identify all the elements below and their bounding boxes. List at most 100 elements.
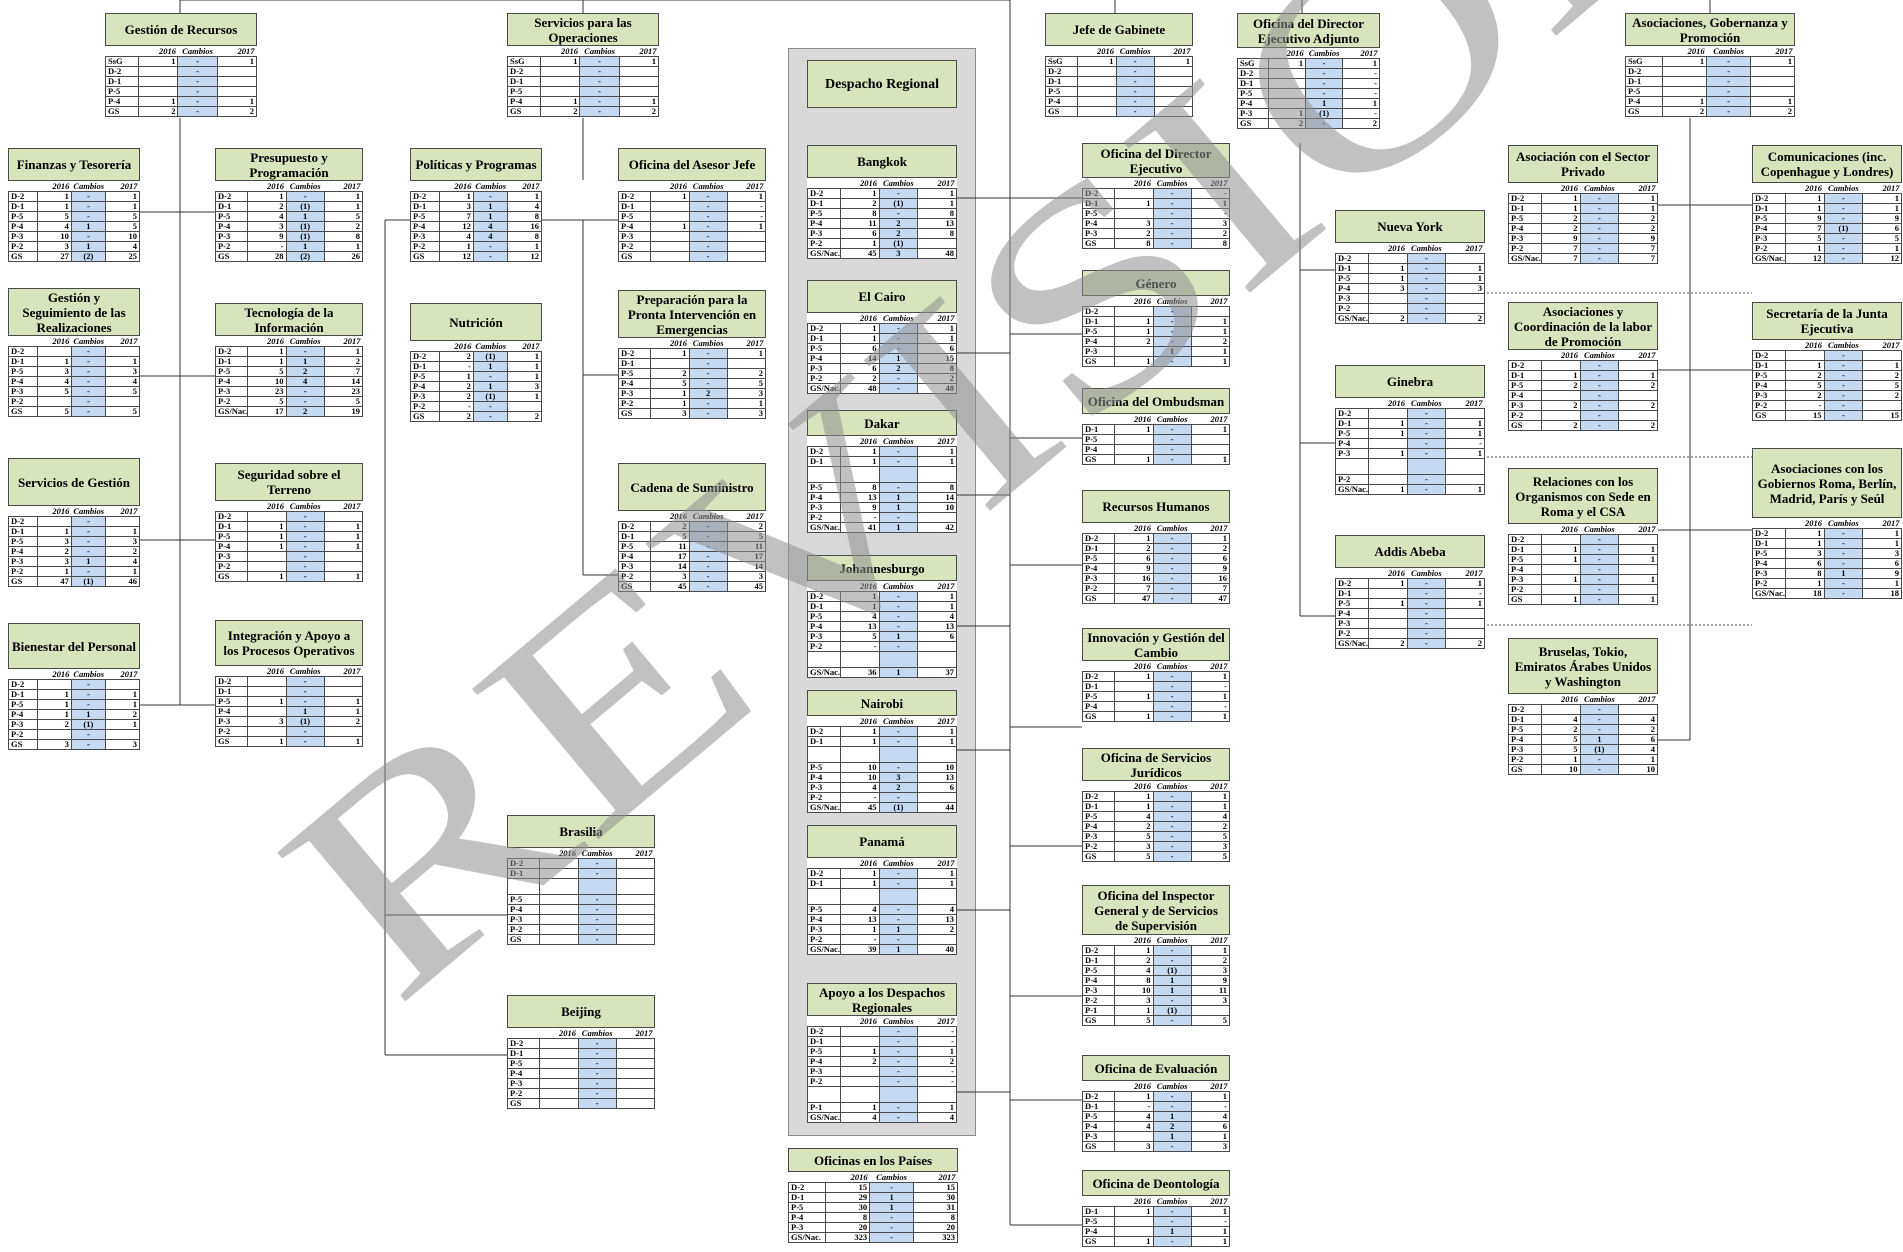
y2016-cell: 1 xyxy=(1114,454,1154,465)
y2016-cell xyxy=(247,551,287,562)
grade-cell: P-5 xyxy=(1335,428,1369,439)
y2016-cell xyxy=(1268,98,1307,109)
year-2017-header: 2017 xyxy=(1210,522,1228,533)
changes-cell: - xyxy=(1152,691,1192,702)
year-2017-header: 2017 xyxy=(343,180,361,191)
year-2017-header: 2017 xyxy=(1638,693,1656,704)
changes-cell: - xyxy=(878,333,919,344)
y2016-cell: 9 xyxy=(839,502,880,513)
unit-title: Oficina de Evaluación xyxy=(1082,1055,1230,1081)
grade-cell: P-2 xyxy=(410,241,440,252)
grade-cell: D-2 xyxy=(1081,945,1116,956)
table-row: GS/Nac.1-1 xyxy=(1335,484,1485,495)
y2017-cell: 14 xyxy=(917,492,957,503)
y2017-cell: 1 xyxy=(618,56,660,67)
y2016-cell xyxy=(539,1068,579,1079)
y2016-cell xyxy=(1114,1226,1154,1237)
table-row: P-2- xyxy=(1335,628,1485,639)
changes-header: Cambios xyxy=(1156,1080,1188,1091)
grade-cell: D-2 xyxy=(807,726,841,737)
grade-cell: D-2 xyxy=(8,516,38,527)
y2016-cell: 1 xyxy=(1114,356,1154,367)
grade-cell xyxy=(807,466,841,483)
changes-cell: 1 xyxy=(472,201,508,212)
changes-cell: - xyxy=(1406,628,1447,639)
y2016-cell: 1 xyxy=(1114,711,1154,722)
y2016-cell: 2 xyxy=(1268,118,1307,129)
y2016-cell: 10 xyxy=(36,231,72,242)
y2016-cell xyxy=(650,201,690,212)
grade-cell: P-2 xyxy=(617,571,652,582)
y2017-cell: 1 xyxy=(1190,533,1231,544)
unit-gestion-seguimiento: Gestión y Seguimiento de las Realizacion… xyxy=(8,288,141,417)
year-2017-header: 2017 xyxy=(120,335,138,346)
grade-cell: D-2 xyxy=(807,188,841,199)
grade-cell: D-2 xyxy=(1752,528,1786,539)
grade-cell: D-1 xyxy=(1624,76,1664,87)
changes-cell: - xyxy=(878,188,919,199)
y2016-cell: - xyxy=(438,361,474,372)
y2017-cell: 5 xyxy=(323,211,364,222)
unit-title: Dakar xyxy=(807,410,957,436)
changes-cell: 1 xyxy=(1152,346,1192,357)
grade-cell: GS xyxy=(1508,764,1542,775)
y2017-cell: 1 xyxy=(323,201,364,212)
changes-cell: 2 xyxy=(878,228,919,239)
y2017-cell: - xyxy=(1190,188,1231,199)
table-row: P-5- xyxy=(506,894,656,905)
changes-cell: - xyxy=(1579,724,1620,735)
y2017-cell: 18 xyxy=(1862,588,1902,599)
grade-cell: D-1 xyxy=(1081,1206,1116,1217)
y2016-cell: 1 xyxy=(1114,316,1154,327)
changes-cell: - xyxy=(70,386,106,397)
unit-title: Oficina del Ombudsman xyxy=(1082,388,1230,414)
year-2016-header: 2016 xyxy=(454,340,472,351)
changes-cell: - xyxy=(878,1112,919,1123)
unit-title: Asociaciones y Coordinación de la labor … xyxy=(1508,302,1658,350)
changes-cell: - xyxy=(1152,316,1192,327)
y2016-cell xyxy=(839,1036,880,1047)
year-2016-header: 2016 xyxy=(1561,182,1578,193)
y2016-cell: - xyxy=(247,241,287,252)
grade-cell: D-2 xyxy=(1236,68,1270,79)
changes-cell: (2) xyxy=(70,251,106,262)
y2017-cell: 3 xyxy=(1190,965,1231,976)
changes-cell: - xyxy=(1579,564,1620,575)
y2016-cell: 1 xyxy=(650,221,690,232)
table-row: P-2- xyxy=(214,726,364,737)
y2017-cell xyxy=(917,466,957,483)
grade-cell: D-2 xyxy=(1044,66,1079,77)
grade-cell: D-2 xyxy=(506,1038,541,1049)
y2017-cell: 1 xyxy=(104,191,141,202)
y2017-cell: - xyxy=(726,211,767,222)
y2016-cell: 3 xyxy=(1114,218,1154,229)
y2017-cell: 1 xyxy=(1190,346,1231,357)
changes-cell: - xyxy=(878,641,919,652)
grade-cell: D-1 xyxy=(617,358,652,369)
y2016-cell: 1 xyxy=(1784,578,1825,589)
y2016-cell xyxy=(1114,306,1154,317)
changes-cell: 1 xyxy=(1305,98,1344,109)
y2017-cell: 1 xyxy=(1445,428,1485,439)
grade-cell: P-4 xyxy=(617,551,652,562)
changes-cell: 2 xyxy=(688,388,728,399)
y2017-cell: 2 xyxy=(323,221,364,232)
changes-cell: 3 xyxy=(878,248,919,259)
grade-cell: P-5 xyxy=(807,904,841,915)
table-row: P-5-- xyxy=(1081,1216,1231,1227)
y2017-cell: 30 xyxy=(913,1192,958,1203)
